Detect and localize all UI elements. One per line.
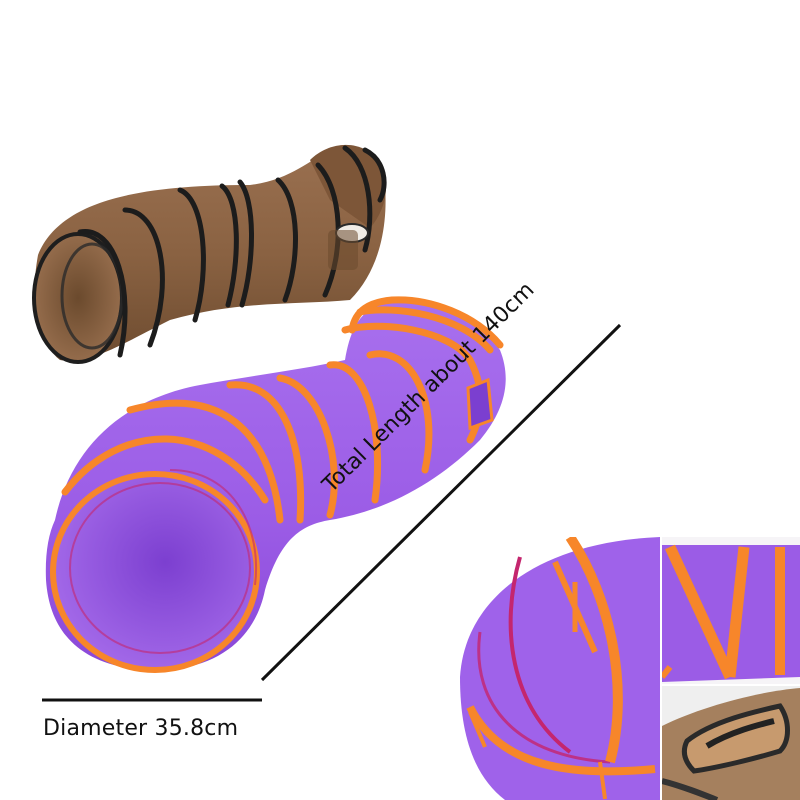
inset-brown-peephole [662,686,800,800]
diameter-label: Diameter 35.8cm [43,716,239,741]
inset-purple-spring [662,537,800,684]
length-line [260,323,622,682]
inset-purple-opening [460,537,660,800]
